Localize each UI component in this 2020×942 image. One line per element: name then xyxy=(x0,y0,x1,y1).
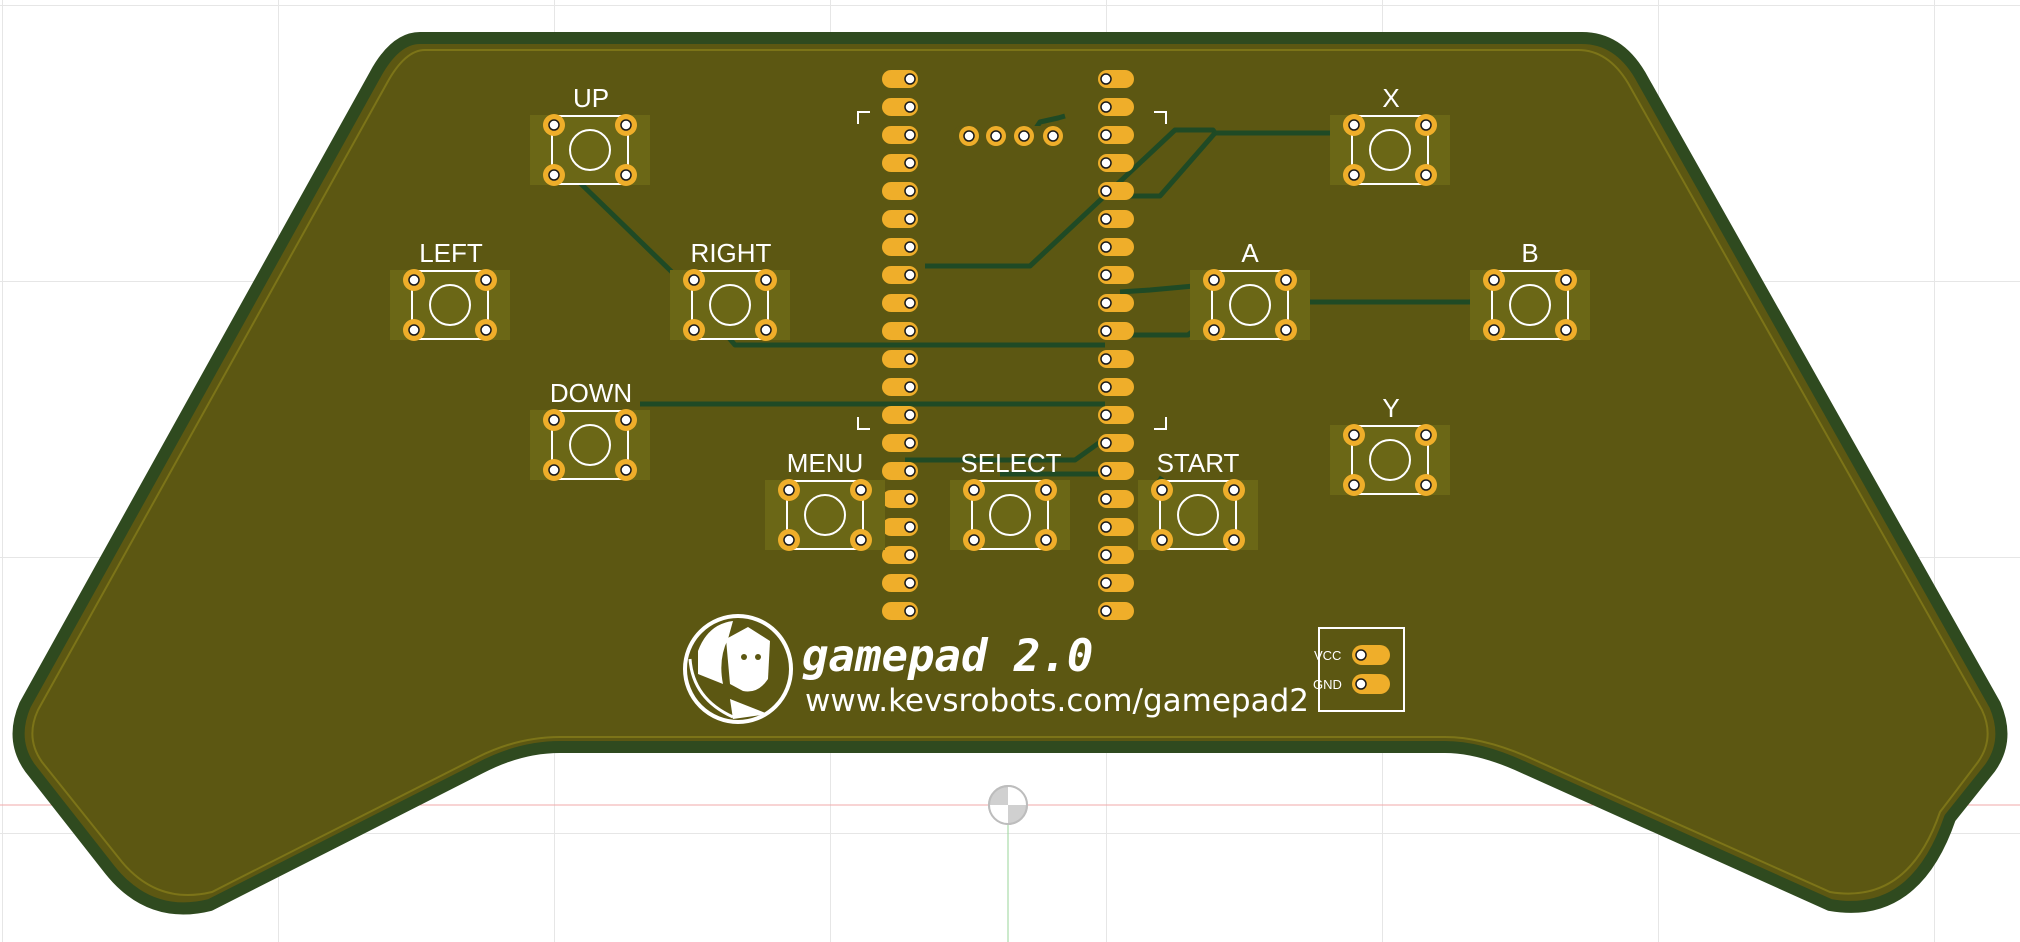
label-left: LEFT xyxy=(419,238,483,268)
label-menu: MENU xyxy=(787,448,864,478)
header-left[interactable] xyxy=(882,70,918,620)
switch-select[interactable] xyxy=(950,479,1070,551)
header-right[interactable] xyxy=(1098,70,1134,620)
switch-start[interactable] xyxy=(1138,479,1258,551)
brand-title: gamepad 2.0 xyxy=(802,631,1093,682)
module-outline-corners xyxy=(857,111,1167,430)
board-inner-edge xyxy=(31,49,1989,896)
label-select: SELECT xyxy=(960,448,1061,478)
label-gnd: GND xyxy=(1313,677,1342,692)
label-vcc: VCC xyxy=(1314,648,1341,663)
label-x: X xyxy=(1382,83,1399,113)
label-y: Y xyxy=(1382,393,1399,423)
switch-a[interactable] xyxy=(1190,269,1310,341)
switch-right[interactable] xyxy=(670,269,790,341)
switch-b[interactable] xyxy=(1470,269,1590,341)
power-header[interactable] xyxy=(1318,627,1405,712)
switch-x[interactable] xyxy=(1330,114,1450,186)
switch-y[interactable] xyxy=(1330,424,1450,496)
label-a: A xyxy=(1241,238,1259,268)
label-up: UP xyxy=(573,83,609,113)
origin-marker-icon[interactable] xyxy=(988,785,1028,825)
label-start: START xyxy=(1157,448,1240,478)
label-right: RIGHT xyxy=(691,238,772,268)
top-connector[interactable] xyxy=(952,126,1068,146)
robot-logo-icon xyxy=(683,614,793,724)
label-down: DOWN xyxy=(550,378,632,408)
switch-left[interactable] xyxy=(390,269,510,341)
brand-url: www.kevsrobots.com/gamepad2 xyxy=(805,683,1309,719)
switch-up[interactable] xyxy=(530,114,650,186)
switch-down[interactable] xyxy=(530,409,650,481)
switch-menu[interactable] xyxy=(765,479,885,551)
label-b: B xyxy=(1521,238,1538,268)
